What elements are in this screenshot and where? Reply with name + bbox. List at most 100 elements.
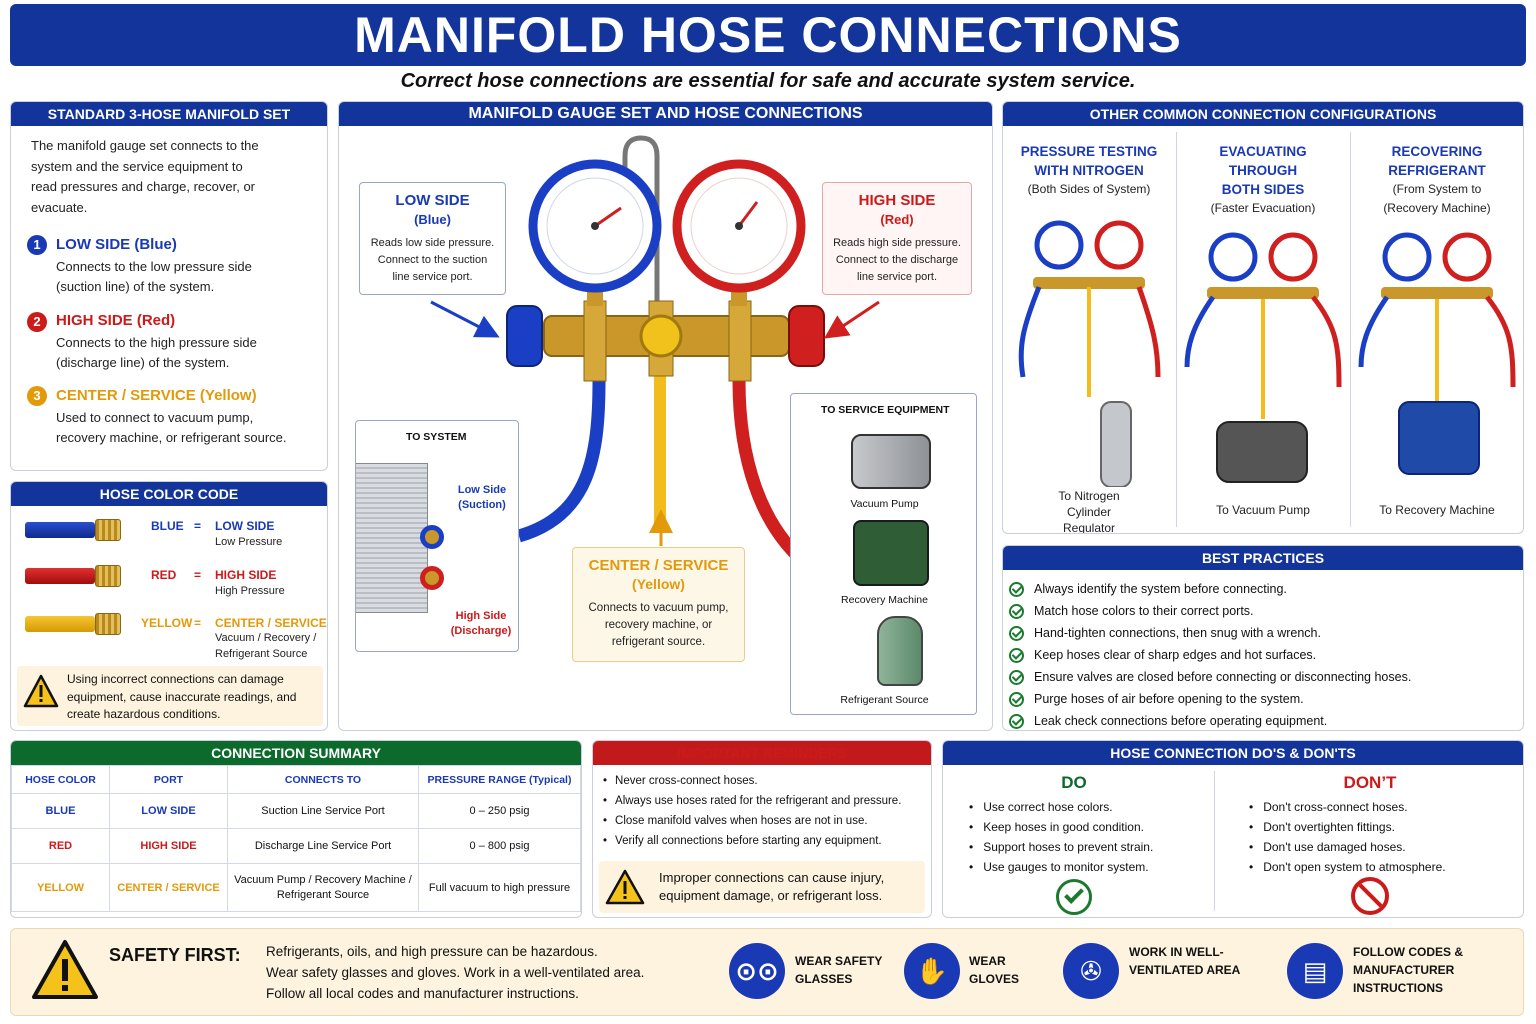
safety-icon-label: FOLLOW CODES & MANUFACTURER INSTRUCTIONS: [1353, 945, 1463, 995]
side-desc: High Pressure: [215, 585, 285, 597]
dont-item: Don't open system to atmosphere.: [1249, 857, 1445, 877]
callout-sub: (Red): [880, 212, 914, 227]
safety-bar: SAFETY FIRST: Refrigerants, oils, and hi…: [10, 928, 1524, 1016]
callout-title: HIGH SIDE: [858, 192, 936, 209]
best-practice-item: Purge hoses of air before opening to the…: [1009, 688, 1304, 710]
equipment-label: Vacuum Pump: [850, 498, 919, 510]
table-cell: 0 – 250 psig: [418, 793, 581, 829]
table-cell: HIGH SIDE: [109, 828, 228, 864]
do-list: Use correct hose colors. Keep hoses in g…: [969, 797, 1153, 877]
reminder-item: Verify all connections before starting a…: [603, 831, 882, 851]
standard-intro: The manifold gauge set connects to the s…: [31, 138, 259, 215]
item-desc: Connects to the low pressure side (sucti…: [56, 259, 252, 294]
connection-summary-panel: CONNECTION SUMMARY HOSE COLOR PORT CONNE…: [10, 740, 582, 918]
equipment-label: Recovery Machine: [841, 594, 928, 606]
best-practice-item: Keep hoses clear of sharp edges and hot …: [1009, 644, 1316, 666]
item-desc: Used to connect to vacuum pump, recovery…: [56, 410, 287, 445]
config-sub: (Both Sides of System): [1027, 182, 1151, 196]
item-title: CENTER / SERVICE (Yellow): [56, 387, 257, 404]
condenser-unit-icon: [356, 463, 428, 613]
dos-donts-panel: HOSE CONNECTION DO'S & DON'TS DO Use cor…: [942, 740, 1524, 918]
best-practice-item: Match hose colors to their correct ports…: [1009, 600, 1254, 622]
callout-desc: Reads low side pressure. Connect to the …: [370, 237, 495, 283]
summary-table: HOSE COLOR PORT CONNECTS TO PRESSURE RAN…: [11, 765, 581, 912]
callout-desc: Connects to vacuum pump, recovery machin…: [588, 602, 729, 648]
safety-label: SAFETY FIRST:: [109, 945, 241, 965]
yellow-hose-icon: [25, 616, 95, 632]
high-side-callout: HIGH SIDE (Red) Reads high side pressure…: [822, 182, 972, 295]
best-practices-panel: BEST PRACTICES Always identify the syste…: [1002, 545, 1524, 731]
config-caption: To Recovery Machine: [1379, 503, 1495, 517]
table-cell: Suction Line Service Port: [227, 793, 419, 829]
do-item: Keep hoses in good condition.: [969, 817, 1153, 837]
check-icon: [1009, 670, 1024, 686]
warning-text: Improper connections can cause injury, e…: [659, 870, 885, 903]
table-cell: Full vacuum to high pressure: [418, 863, 581, 912]
callout-sub: (Blue): [414, 212, 451, 227]
blue-hose-icon: [25, 522, 95, 538]
table-cell: BLUE: [11, 793, 110, 829]
fitting-icon: [95, 565, 121, 587]
panel-heading: CONNECTION SUMMARY: [11, 741, 581, 765]
check-icon: [1009, 582, 1024, 598]
equals: =: [194, 616, 202, 630]
warning-icon: [605, 869, 645, 905]
safety-text: Refrigerants, oils, and high pressure ca…: [266, 941, 644, 1004]
red-hose-icon: [25, 568, 95, 584]
table-cell: CENTER / SERVICE: [109, 863, 228, 912]
dont-item: Don't overtighten fittings.: [1249, 817, 1446, 837]
config-caption: To Vacuum Pump: [1216, 503, 1310, 517]
config-title: RECOVERING REFRIGERANT: [1388, 144, 1486, 178]
dont-title: DON’T: [1343, 773, 1397, 792]
column-divider: [1176, 132, 1177, 527]
safety-line: Refrigerants, oils, and high pressure ca…: [266, 944, 598, 959]
table-cell: Discharge Line Service Port: [227, 828, 419, 864]
side-name: CENTER / SERVICE: [215, 616, 327, 630]
service-callout: CENTER / SERVICE (Yellow) Connects to va…: [572, 547, 745, 662]
panel-heading: STANDARD 3-HOSE MANIFOLD SET: [11, 102, 327, 126]
check-icon: [1009, 604, 1024, 620]
manifold-diagram-panel: MANIFOLD GAUGE SET AND HOSE CONNECTIONS: [338, 101, 993, 731]
callout-title: CENTER / SERVICE: [588, 557, 729, 574]
panel-heading: HOSE CONNECTION DO'S & DON'TS: [943, 741, 1523, 765]
safety-glasses-icon: ⊙⊙: [729, 943, 785, 999]
manifold-illustration: [430, 135, 880, 688]
configurations-panel: OTHER COMMON CONNECTION CONFIGURATIONS P…: [1002, 101, 1524, 534]
dont-list: Don't cross-connect hoses. Don't overtig…: [1249, 797, 1446, 877]
low-side-callout: LOW SIDE (Blue) Reads low side pressure.…: [359, 182, 506, 295]
standard-set-panel: STANDARD 3-HOSE MANIFOLD SET The manifol…: [10, 101, 328, 471]
do-item: Use correct hose colors.: [969, 797, 1153, 817]
best-practice-item: Hand-tighten connections, then snug with…: [1009, 622, 1321, 644]
to-system-label: TO SYSTEM: [406, 431, 467, 443]
check-icon: [1009, 626, 1024, 642]
side-desc: Vacuum / Recovery / Refrigerant Source: [215, 632, 317, 660]
do-title: DO: [1061, 773, 1087, 792]
table-cell: YELLOW: [11, 863, 110, 912]
warning-icon: [32, 940, 98, 999]
warning-box: Using incorrect connections can damage e…: [17, 666, 323, 726]
hose-color-code-panel: HOSE COLOR CODE BLUE = LOW SIDE Low Pres…: [10, 481, 328, 731]
page-subtitle: Correct hose connections are essential f…: [400, 70, 1136, 92]
equals: =: [194, 568, 202, 582]
table-cell: Vacuum Pump / Recovery Machine / Refrige…: [227, 863, 419, 912]
config-caption: To Nitrogen Cylinder Regulator: [1058, 489, 1120, 534]
item-desc: Connects to the high pressure side (disc…: [56, 335, 257, 370]
equipment-label: Refrigerant Source: [840, 694, 929, 706]
summary-header: PRESSURE RANGE (Typical): [418, 765, 581, 794]
config-illustrations: [1018, 220, 1516, 487]
gloves-icon: ✋: [904, 943, 960, 999]
table-cell: RED: [11, 828, 110, 864]
callout-title: LOW SIDE: [395, 192, 470, 209]
number-badge: 1: [27, 235, 47, 255]
safety-icon-label: WORK IN WELL-VENTILATED AREA: [1129, 945, 1241, 977]
check-icon: [1009, 714, 1024, 730]
config-title: PRESSURE TESTING WITH NITROGEN: [1020, 144, 1158, 178]
best-practice-item: Ensure valves are closed before connecti…: [1009, 666, 1411, 688]
reminder-item: Never cross-connect hoses.: [603, 771, 758, 791]
summary-header: CONNECTS TO: [227, 765, 419, 794]
low-side-label: Low Side (Suction): [457, 484, 507, 511]
config-recovering: RECOVERING REFRIGERANT (From System to (…: [1351, 142, 1523, 218]
config-evacuating: EVACUATING THROUGH BOTH SIDES (Faster Ev…: [1177, 142, 1349, 218]
item-title: HIGH SIDE (Red): [56, 312, 176, 329]
side-desc: Low Pressure: [215, 536, 283, 548]
